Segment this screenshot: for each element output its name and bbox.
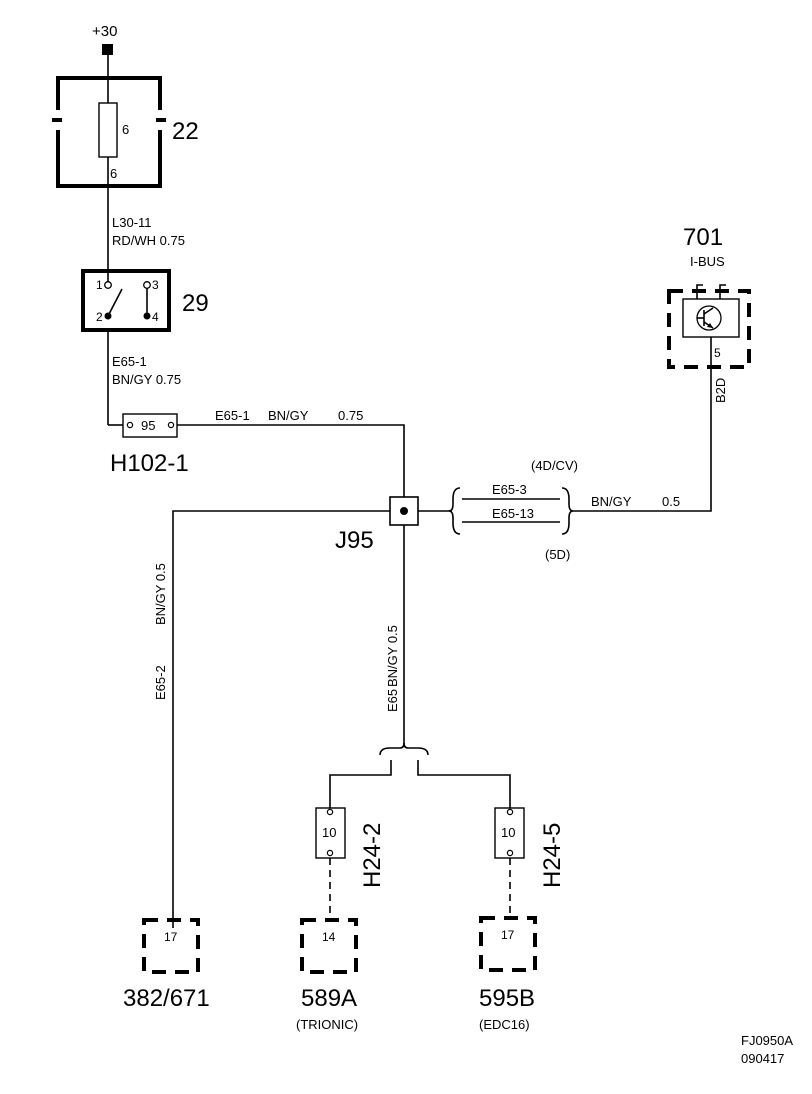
wire-e65-2-name: E65-2 [153, 665, 168, 700]
supply-label: +30 [92, 23, 117, 40]
bus-wire-size: 0.5 [662, 494, 680, 509]
wire-e65-spec: BN/GY 0.5 [385, 625, 400, 687]
wire-e65-1-top-name: E65-1 [215, 408, 250, 423]
relay-pin-3: 3 [152, 278, 159, 292]
wire-e65-name: E65 [385, 689, 400, 712]
ibus-module-name: I-BUS [690, 254, 725, 269]
wire-to-h24-2 [329, 760, 392, 810]
fuse-box-id: 22 [172, 118, 199, 145]
footer-date: 090417 [741, 1051, 784, 1066]
ibus-module-pin: 5 [714, 346, 721, 360]
ibus-module-701 [667, 284, 751, 376]
connector-h102-pin: 95 [141, 418, 155, 433]
bus-wire-color: BN/GY [591, 494, 632, 509]
module-589a-pin: 14 [322, 930, 336, 944]
fuse-box-22 [52, 76, 166, 188]
connector-h24-2-pin: 10 [322, 825, 336, 840]
relay-pin-2: 2 [96, 310, 103, 324]
bus-wire-a: E65-3 [492, 482, 527, 497]
connector-h24-2-id: H24-2 [359, 823, 386, 888]
connector-h24-5-id: H24-5 [539, 823, 566, 888]
ibus-wire-label: B2D [713, 378, 728, 403]
wire-e65-1-left-name: E65-1 [112, 354, 147, 369]
connector-h24-5 [494, 807, 525, 918]
wire-e65-2 [172, 510, 390, 928]
fuse-element [98, 102, 118, 158]
bus-wires [418, 376, 712, 535]
module-382-pin: 17 [164, 930, 178, 944]
splice-id: J95 [335, 527, 374, 554]
wire-l30-spec: RD/WH 0.75 [112, 233, 185, 248]
fuse-pin-bottom: 6 [110, 166, 117, 181]
wire-e65-2-spec: BN/GY 0.5 [153, 563, 168, 625]
module-595b-note: (EDC16) [479, 1017, 530, 1032]
wire-l30-name: L30-11 [112, 215, 152, 230]
module-589a-note: (TRIONIC) [296, 1017, 358, 1032]
module-595b [479, 916, 537, 972]
split-brace [379, 742, 429, 756]
wire-e65-1-top-size: 0.75 [338, 408, 363, 423]
relay-id: 29 [182, 290, 209, 317]
connector-h102-id: H102-1 [110, 450, 189, 477]
module-382-671 [142, 918, 200, 974]
module-595b-pin: 17 [501, 928, 515, 942]
relay-29 [81, 269, 171, 332]
wire-e65-1-horizontal [177, 424, 405, 498]
relay-pin-4: 4 [152, 310, 159, 324]
supply-terminal [102, 44, 113, 55]
connector-h24-5-pin: 10 [501, 825, 515, 840]
relay-pin-1: 1 [96, 278, 103, 292]
wire-e65-1-left-spec: BN/GY 0.75 [112, 372, 181, 387]
module-382-id: 382/671 [123, 985, 210, 1012]
fuse-pin-inside: 6 [122, 122, 129, 137]
footer-code: FJ0950A [741, 1033, 793, 1048]
ibus-module-id: 701 [683, 224, 723, 251]
module-589a [300, 918, 358, 974]
bus-wire-b: E65-13 [492, 506, 534, 521]
module-595b-id: 595B [479, 985, 535, 1012]
splice-j95 [389, 496, 419, 526]
bus-variant-top: (4D/CV) [531, 458, 578, 473]
wire-e65-1-top-color: BN/GY [268, 408, 309, 423]
bus-variant-bottom: (5D) [545, 547, 570, 562]
wire-to-h24-5 [417, 760, 511, 810]
module-589a-id: 589A [301, 985, 357, 1012]
connector-h24-2 [315, 807, 346, 920]
